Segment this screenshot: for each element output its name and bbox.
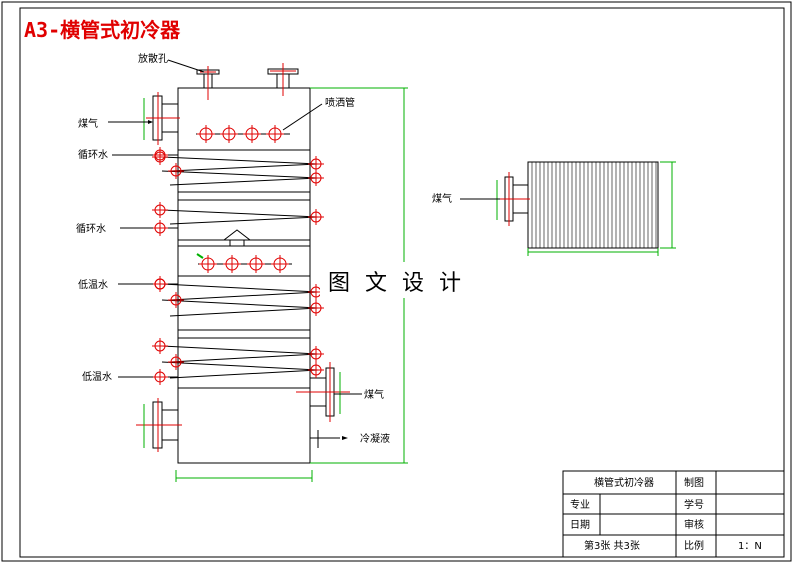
tube-line <box>161 283 319 293</box>
gas-inlet-flange <box>146 92 180 145</box>
vent-label: 放散孔 <box>138 52 168 65</box>
vent-nozzle <box>196 66 220 100</box>
tb-sheet-info: 第3张 共3张 <box>584 539 640 552</box>
gas-outlet-flange <box>296 362 350 422</box>
side-view: 煤气 <box>432 161 676 256</box>
gas-outlet-label: 煤气 <box>364 388 384 401</box>
tube-line <box>169 353 319 363</box>
title-block-text: 横管式初冷器 制图 专业 学号 日期 审核 第3张 共3张 比例 1：N <box>570 476 762 552</box>
circ-water-label-1: 循环水 <box>78 148 108 161</box>
spray-marker <box>196 253 204 259</box>
drawing-title: A3-横管式初冷器 <box>24 18 181 42</box>
tb-date: 日期 <box>570 519 590 531</box>
water-nozzles <box>152 147 178 385</box>
tb-student-no: 学号 <box>684 498 704 511</box>
tube-line <box>169 291 319 301</box>
side-gas-label: 煤气 <box>432 192 452 205</box>
condensate-outlet <box>310 430 340 448</box>
tube-line <box>169 216 319 225</box>
condensate-label: 冷凝液 <box>360 432 390 445</box>
gas-inlet-label: 煤气 <box>78 117 98 130</box>
vent-leader <box>167 59 205 73</box>
tb-scale-value: 1：N <box>738 541 762 552</box>
tube-line <box>169 163 319 172</box>
spray-pipe-row-lower <box>196 253 292 273</box>
tube-line <box>161 170 319 179</box>
spray-leader <box>282 103 323 131</box>
tube-bundles <box>152 149 324 389</box>
gas-inlet-arrow <box>148 120 153 124</box>
tube-line <box>161 209 319 218</box>
tube-line <box>169 369 319 379</box>
spray-pipe-label: 喷洒管 <box>325 96 355 109</box>
tb-scale-label: 比例 <box>684 539 704 552</box>
condensate-arrow <box>342 436 348 440</box>
watermark-backdrop <box>320 262 470 298</box>
tube-line <box>161 156 319 165</box>
tube-line <box>169 307 319 317</box>
spray-pipe-row-upper <box>196 125 290 143</box>
tb-major: 专业 <box>570 498 590 511</box>
bottom-left-flange <box>136 398 182 452</box>
tb-review: 审核 <box>684 518 704 531</box>
low-temp-water-label-2: 低温水 <box>82 370 112 383</box>
tb-name: 横管式初冷器 <box>594 476 654 489</box>
tb-drawn-by: 制图 <box>684 476 704 489</box>
tube-line <box>161 299 319 309</box>
tube-line <box>161 361 319 371</box>
tube-line <box>169 177 319 186</box>
title-block <box>562 470 785 558</box>
low-temp-water-label-1: 低温水 <box>78 278 108 291</box>
inner-border <box>19 7 785 558</box>
labels: 放散孔 喷洒管 煤气 循环水 循环水 低温水 低温水 煤气 冷凝液 <box>76 52 390 445</box>
tube-line <box>161 345 319 355</box>
circ-water-label-2: 循环水 <box>76 222 106 235</box>
top-outlet-nozzle <box>267 63 299 96</box>
nozzle-dimensions <box>143 98 341 448</box>
watermark: 图 文 设 计 <box>328 271 465 296</box>
side-view-tube-lines <box>531 162 657 248</box>
